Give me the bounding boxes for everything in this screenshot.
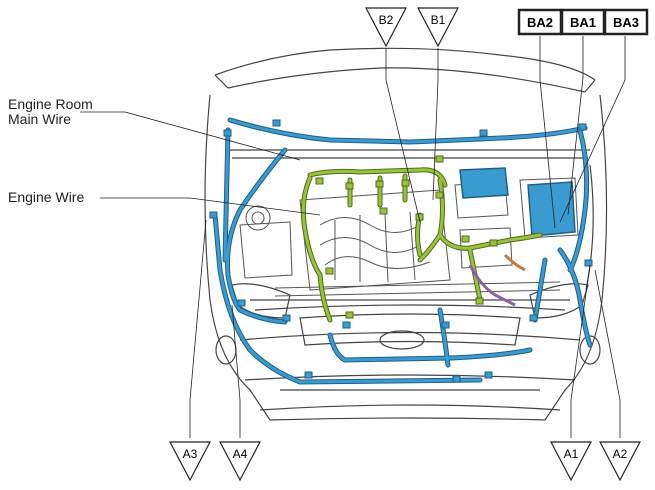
- connector-b1-label: B1: [431, 13, 446, 27]
- orange-wire: [503, 253, 526, 272]
- connector-b2-label: B2: [379, 13, 394, 27]
- connector-ba1-label: BA1: [570, 15, 596, 30]
- blue-connectors: [209, 119, 593, 383]
- leader-lines: [80, 36, 626, 438]
- engine-wire-fill: [301, 168, 542, 322]
- relay-block: [527, 181, 576, 237]
- engine-room-main-wire-label-line2: Main Wire: [8, 111, 72, 127]
- engine-room-main-wire-fill: [213, 118, 592, 384]
- connector-ba3-label: BA3: [613, 15, 639, 30]
- engine-room-main-wire-label-line1: Engine Room: [8, 96, 93, 112]
- connector-a2: A2: [599, 441, 641, 482]
- connector-a3: A3: [169, 441, 211, 482]
- connector-a4-label: A4: [233, 447, 248, 461]
- connector-ba1: BA1: [560, 8, 606, 36]
- connector-a4: A4: [219, 441, 261, 482]
- purple-wire: [468, 264, 516, 307]
- connector-ba2: BA2: [517, 8, 563, 36]
- relay-block-2: [459, 167, 509, 199]
- connector-a3-label: A3: [183, 447, 198, 461]
- connector-a1-label: A1: [564, 447, 579, 461]
- engine-room-main-wire: [212, 117, 593, 385]
- connector-ba3: BA3: [603, 8, 649, 36]
- connector-ba2-label: BA2: [527, 15, 553, 30]
- connector-a2-label: A2: [613, 447, 628, 461]
- engine-room-main-wire-label: Engine Room Main Wire: [8, 97, 93, 127]
- engine-wire-label: Engine Wire: [8, 189, 85, 205]
- connector-b2: B2: [365, 7, 407, 48]
- connector-b1: B1: [417, 7, 459, 48]
- connector-a1: A1: [550, 441, 592, 482]
- green-connectors: [315, 155, 498, 319]
